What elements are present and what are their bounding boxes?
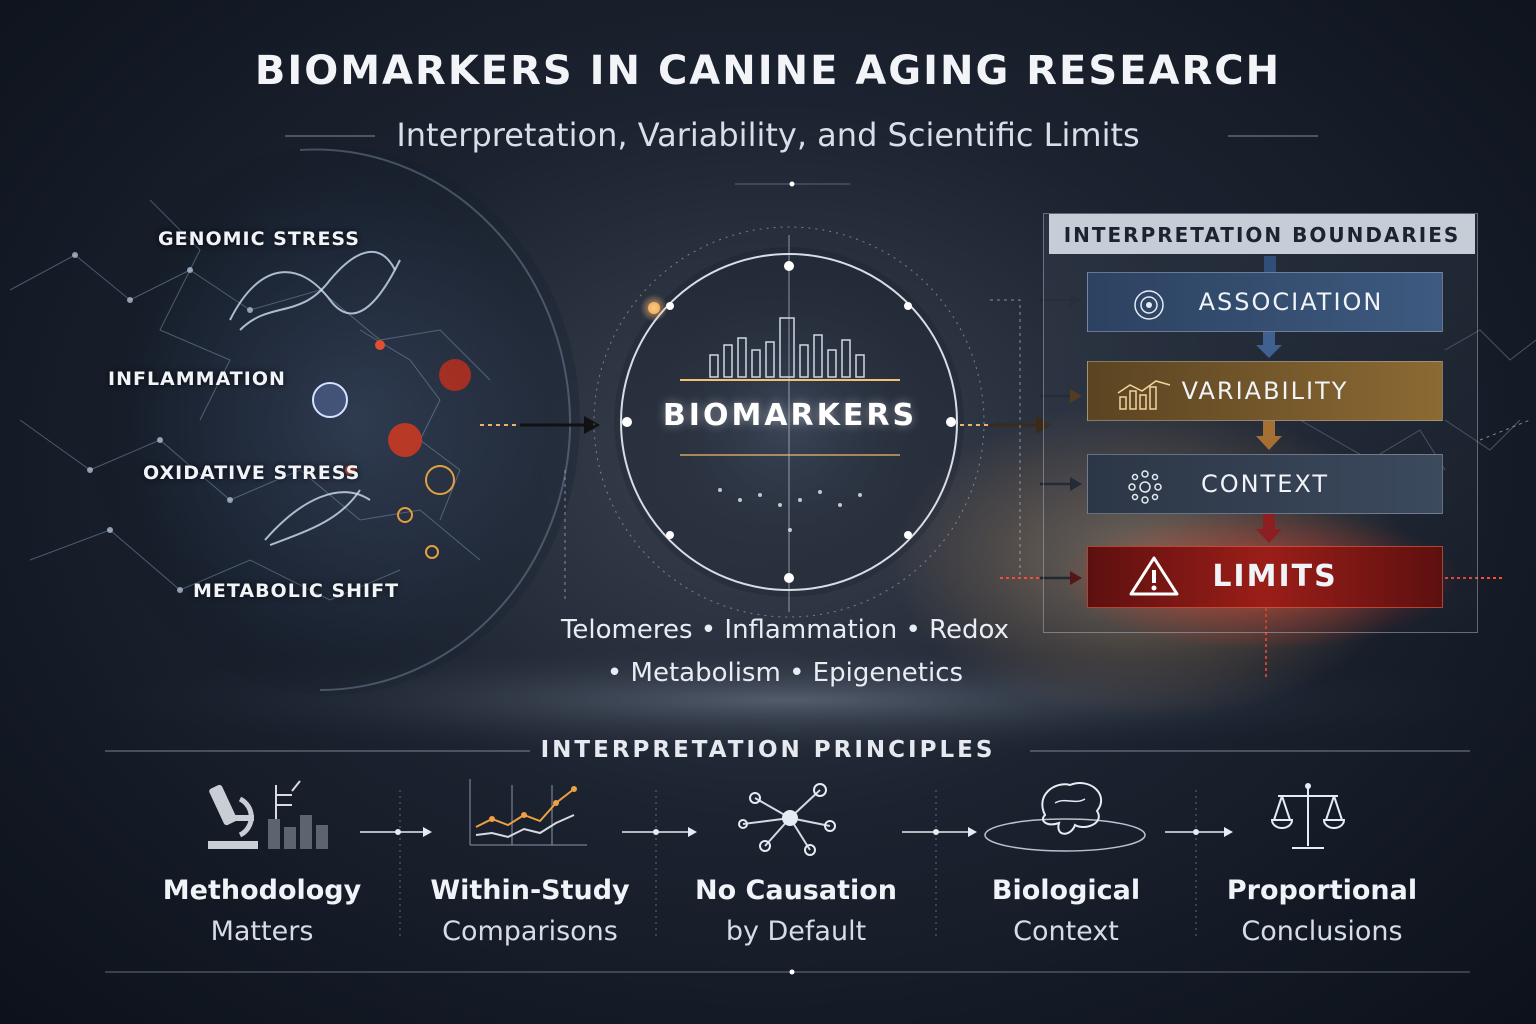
warning-icon	[1128, 555, 1180, 618]
boundary-limits: LIMITS	[1087, 546, 1443, 608]
principle-proportional-line2: Conclusions	[1241, 916, 1403, 947]
principle-no-causation-line1: No Causation	[694, 875, 898, 906]
label-metabolic-shift: METABOLIC SHIFT	[193, 580, 400, 602]
bar-chart-icon	[1116, 374, 1176, 432]
principle-methodology-line2: Matters	[210, 916, 314, 947]
page-subtitle: Interpretation, Variability, and Scienti…	[396, 116, 1140, 154]
target-icon	[1132, 285, 1166, 343]
microscope-icon	[200, 775, 340, 859]
principle-biological-context: Biological Context	[936, 870, 1196, 952]
principle-within-study-line1: Within-Study	[430, 875, 630, 906]
label-oxidative-stress: OXIDATIVE STRESS	[143, 462, 361, 484]
boundaries-panel-header: INTERPRETATION BOUNDARIES	[1049, 214, 1475, 254]
label-genomic-stress: GENOMIC STRESS	[158, 228, 360, 250]
line-chart-icon	[462, 775, 592, 859]
principle-methodology: Methodology Matters	[132, 870, 392, 952]
principle-no-causation-line2: by Default	[725, 916, 867, 947]
principle-proportional: Proportional Conclusions	[1192, 870, 1452, 952]
boundary-association: ASSOCIATION	[1087, 272, 1443, 332]
principle-no-causation: No Causation by Default	[666, 870, 926, 952]
causal-network-icon	[735, 778, 845, 862]
principle-biological-context-line1: Biological	[991, 875, 1141, 906]
brain-icon	[975, 775, 1155, 861]
label-inflammation: INFLAMMATION	[108, 368, 286, 390]
marker-list-line-2: • Metabolism • Epigenetics	[606, 658, 964, 688]
principle-biological-context-line2: Context	[1013, 916, 1119, 947]
marker-list-line-1: Telomeres • Inflammation • Redox	[560, 615, 1010, 645]
subtitle-row: Interpretation, Variability, and Scienti…	[0, 116, 1536, 160]
boundary-variability: VARIABILITY	[1087, 361, 1443, 421]
boundary-context: CONTEXT	[1087, 454, 1443, 514]
page-title: BIOMARKERS IN CANINE AGING RESEARCH	[254, 48, 1282, 94]
scales-icon	[1268, 778, 1348, 862]
boundary-variability-label: VARIABILITY	[1181, 377, 1349, 405]
principle-within-study: Within-Study Comparisons	[400, 870, 660, 952]
principle-methodology-line1: Methodology	[162, 875, 362, 906]
boundary-limits-label: LIMITS	[1212, 559, 1338, 594]
principle-within-study-line2: Comparisons	[442, 916, 618, 947]
boundary-context-label: CONTEXT	[1200, 470, 1330, 498]
principle-proportional-line1: Proportional	[1226, 875, 1418, 906]
principles-title: INTERPRETATION PRINCIPLES	[540, 737, 996, 763]
boundary-association-label: ASSOCIATION	[1198, 288, 1384, 316]
network-icon	[1128, 467, 1162, 525]
biomarkers-hub-label: BIOMARKERS	[662, 398, 918, 433]
